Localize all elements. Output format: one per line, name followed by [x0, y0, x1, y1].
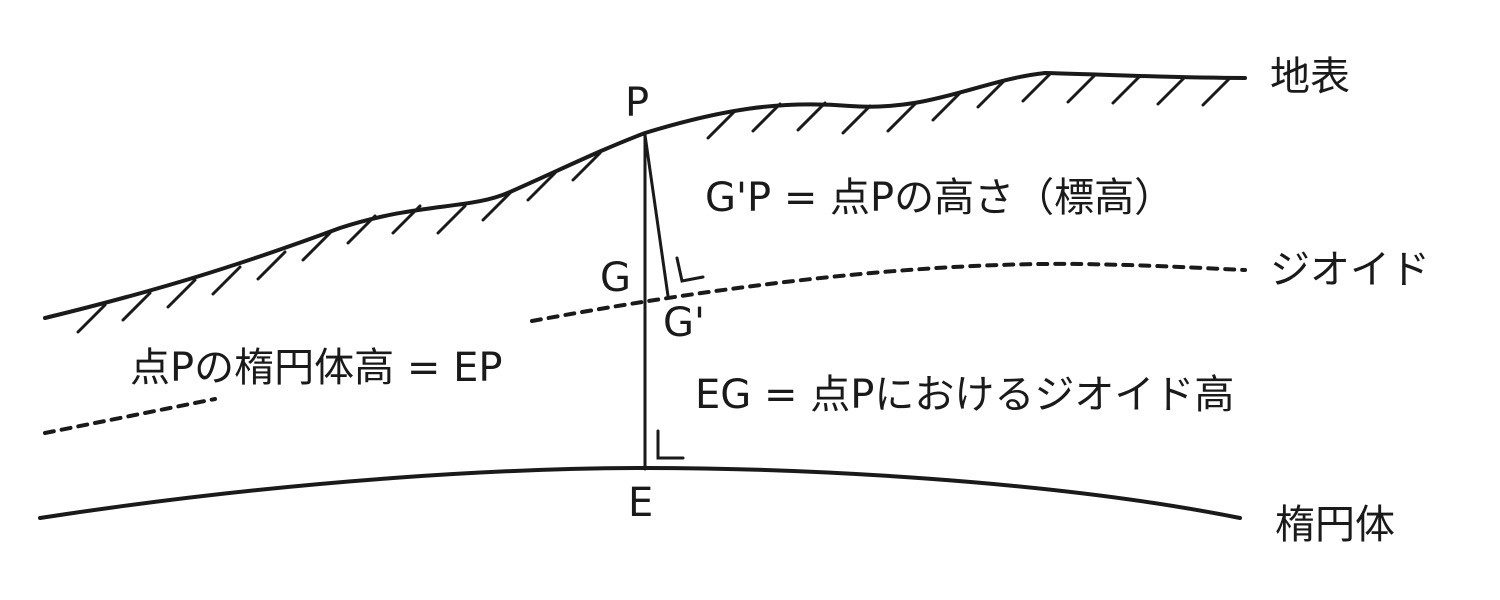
- ground-surface-line: [43, 70, 1247, 320]
- ellipsoid-surface-label: 楕円体: [1275, 502, 1395, 548]
- ellipsoidal-height-annotation: 点Pの楕円体高 = EP: [130, 345, 503, 391]
- right-angle-mark-geoid: [675, 256, 705, 283]
- geoid-surface-line-left: [43, 397, 217, 435]
- orthometric-height-annotation: G'P = 点Pの高さ（標高）: [705, 175, 1175, 221]
- point-e-label: E: [628, 480, 654, 526]
- geoid-surface-label: ジオイド: [1270, 247, 1430, 293]
- right-angle-mark-ellipsoid: [656, 429, 685, 460]
- ground-surface-label: 地表: [1270, 54, 1350, 100]
- orthometric-height-line: [643, 133, 670, 298]
- point-g-prime-label: G': [663, 300, 705, 346]
- ground-hatching: [76, 72, 1232, 334]
- point-g-label: G: [600, 255, 631, 301]
- geoid-surface-line: [530, 261, 1247, 323]
- point-p-label: P: [625, 80, 650, 126]
- geoid-height-annotation: EG = 点Pにおけるジオイド高: [695, 372, 1235, 418]
